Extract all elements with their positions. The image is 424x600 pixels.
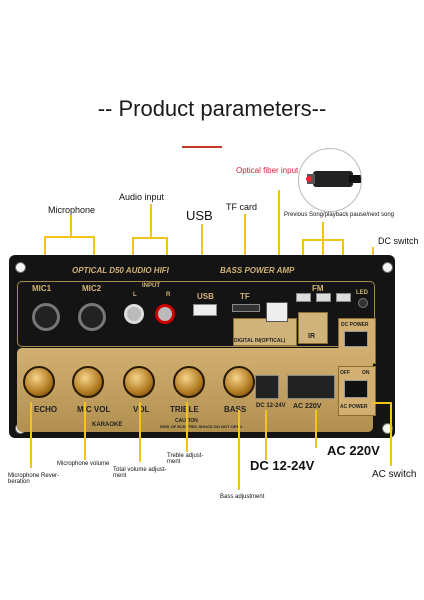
callout-dc-switch: DC switch bbox=[378, 236, 419, 246]
optical-port[interactable] bbox=[266, 302, 288, 322]
fm-label: FM bbox=[312, 284, 324, 293]
mic-vol-knob[interactable] bbox=[72, 366, 104, 398]
callout-mic-reverb: Microphone Rever- beration bbox=[8, 473, 60, 485]
callout-bass: Bass adjustment bbox=[220, 494, 265, 500]
caution-sub: RISK OF ELECTRIC SHOCK DO NOT OPEN bbox=[160, 424, 243, 429]
callout-optical: Optical fiber input bbox=[236, 166, 299, 175]
next-button[interactable] bbox=[336, 293, 351, 302]
title-underline bbox=[182, 146, 222, 148]
ir-label: IR bbox=[308, 333, 315, 340]
callout-tf: TF card bbox=[226, 202, 258, 212]
treble-knob[interactable] bbox=[173, 366, 205, 398]
ac-inlet-label: AC 220V bbox=[293, 403, 322, 410]
callout-treble: Treble adjust- ment bbox=[167, 453, 204, 465]
vol-knob[interactable] bbox=[123, 366, 155, 398]
ac-power-label: AC POWER bbox=[340, 404, 368, 410]
ac-power-switch[interactable] bbox=[344, 380, 368, 398]
optical-plug-icon bbox=[306, 171, 361, 187]
bass-knob[interactable] bbox=[223, 366, 255, 398]
callout-microphone: Microphone bbox=[48, 205, 96, 215]
l-label: L bbox=[133, 292, 137, 298]
dc-jack-label: DC 12-24V bbox=[256, 403, 286, 409]
led-indicator bbox=[358, 298, 368, 308]
prev-button[interactable] bbox=[296, 293, 311, 302]
treble-label: TRIBLE bbox=[170, 405, 199, 414]
page-title: -- Product parameters-- bbox=[97, 96, 327, 121]
usb-label: USB bbox=[197, 292, 214, 301]
ac-off-label: OFF bbox=[340, 370, 350, 376]
echo-label: ECHO bbox=[34, 405, 58, 414]
callout-audio-input: Audio input bbox=[119, 192, 165, 202]
tf-label: TF bbox=[240, 292, 250, 301]
input-section bbox=[17, 281, 375, 347]
callout-ac-switch: AC switch bbox=[372, 469, 417, 480]
digital-label: DIGITAL IN(OPTICAL) bbox=[234, 338, 286, 344]
mic2-label: MIC2 bbox=[82, 284, 102, 293]
panel-header-2: BASS POWER AMP bbox=[220, 266, 295, 275]
tf-slot[interactable] bbox=[232, 304, 260, 312]
screw-hole bbox=[382, 262, 393, 273]
optical-cable-image bbox=[298, 148, 362, 212]
panel-header: OPTICAL D50 AUDIO HIFI bbox=[72, 266, 169, 275]
play-pause-button[interactable] bbox=[316, 293, 331, 302]
karaoke-label: KARAOKE bbox=[92, 422, 123, 428]
callout-usb: USB bbox=[186, 208, 213, 223]
led-label: LED bbox=[356, 290, 368, 296]
rca-left-jack[interactable] bbox=[124, 304, 144, 324]
callout-ac220: AC 220V bbox=[327, 443, 380, 458]
dc-power-label: DC POWER bbox=[341, 322, 369, 328]
ac-inlet[interactable] bbox=[287, 375, 335, 399]
callout-mic-volume: Microphone volume bbox=[57, 461, 110, 467]
dc-jack[interactable] bbox=[255, 375, 279, 399]
rca-right-jack[interactable] bbox=[155, 304, 175, 324]
ir-block bbox=[298, 312, 328, 344]
vol-label: VOL bbox=[133, 405, 150, 414]
screw-hole bbox=[382, 423, 393, 434]
screw-hole bbox=[15, 262, 26, 273]
usb-port[interactable] bbox=[193, 304, 217, 316]
input-label: INPUT bbox=[142, 283, 160, 289]
r-label: R bbox=[166, 292, 171, 298]
mic1-label: MIC1 bbox=[32, 284, 52, 293]
bass-label: BASS bbox=[224, 405, 247, 414]
mic-vol-label: MIC VOL bbox=[77, 405, 111, 414]
echo-knob[interactable] bbox=[23, 366, 55, 398]
callout-total-volume: Total volume adjust- ment bbox=[113, 467, 167, 479]
mic1-jack[interactable] bbox=[32, 303, 60, 331]
optical-block bbox=[233, 318, 297, 346]
callout-dc: DC 12-24V bbox=[250, 458, 315, 473]
callout-prev-next: Previous Song/playback pause/next song bbox=[284, 212, 395, 218]
ac-on-label: ON bbox=[362, 370, 370, 376]
mic2-jack[interactable] bbox=[78, 303, 106, 331]
dc-power-switch[interactable] bbox=[344, 331, 368, 347]
